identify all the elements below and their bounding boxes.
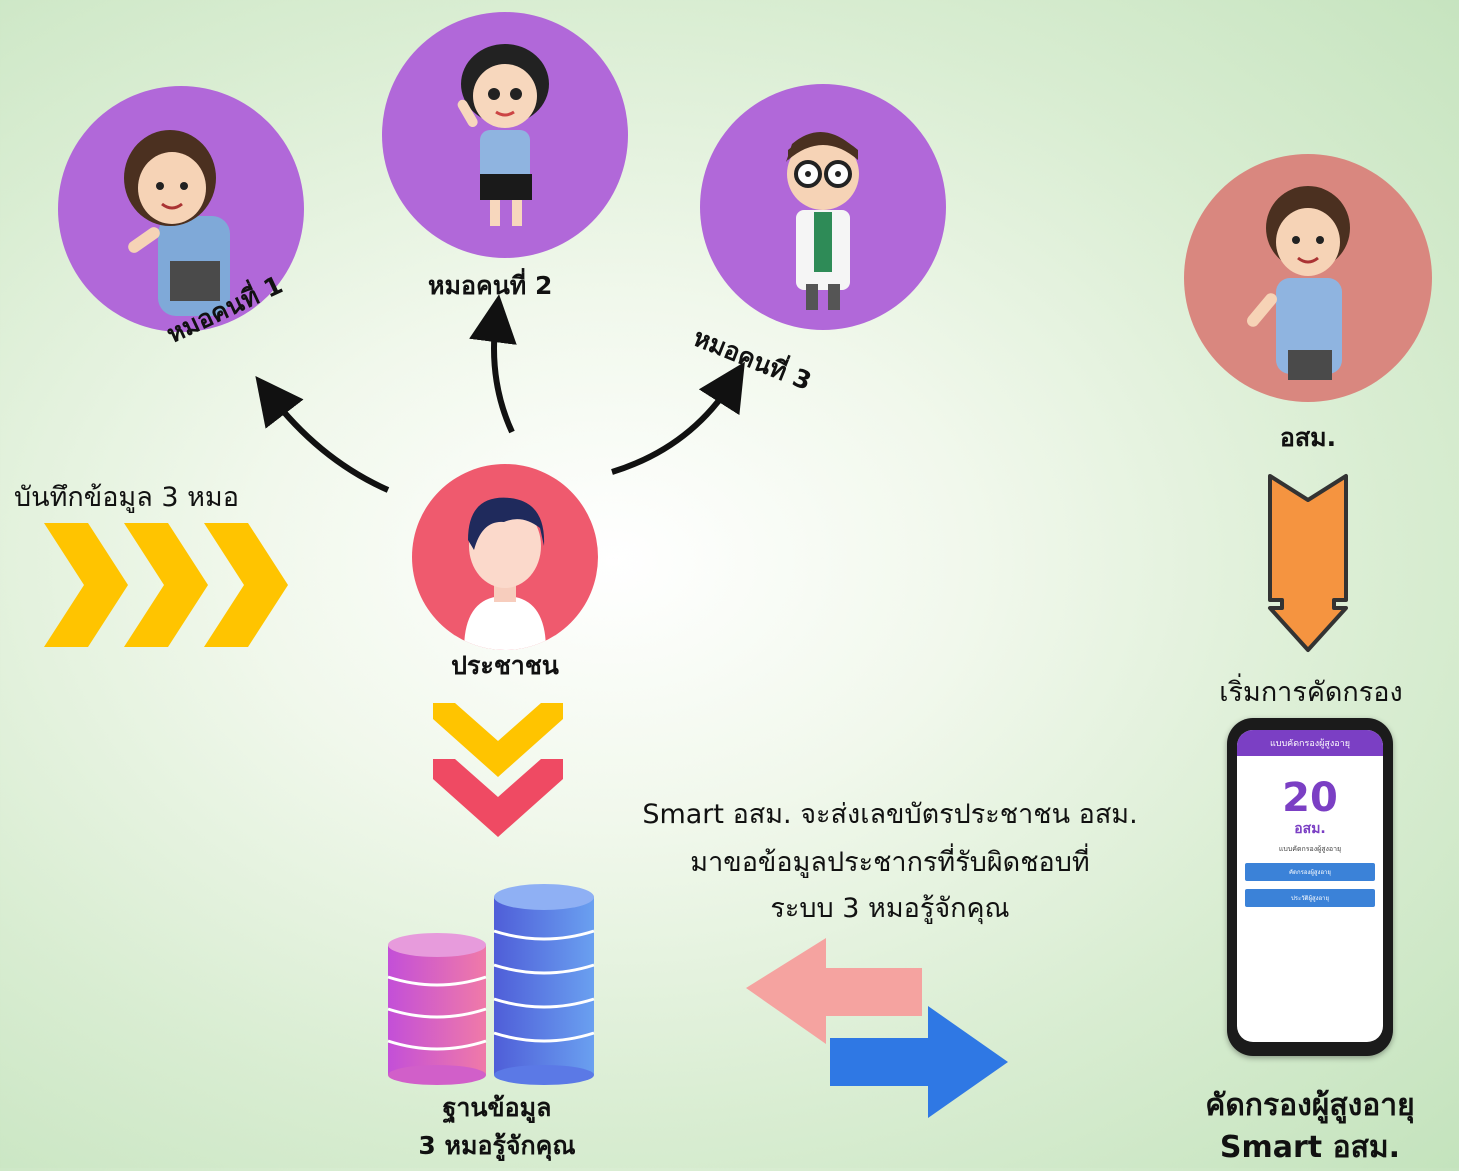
- phone-app-logo-text: อสม.: [1294, 821, 1326, 837]
- screening-label-line-1: คัดกรองผู้สูงอายุ: [1205, 1088, 1415, 1123]
- doctor-1-avatar-icon: [124, 130, 230, 316]
- osm-circle: [1184, 154, 1432, 402]
- record-3-doctors-label: บันทึกข้อมูล 3 หมอ: [14, 482, 239, 513]
- database-label-line-1: ฐานข้อมูล: [442, 1093, 552, 1122]
- down-arrow-icon: [1268, 474, 1348, 652]
- exchange-arrows-icon: [746, 938, 1008, 1118]
- doctor-1-circle: [58, 86, 304, 332]
- osm-avatar-icon: [1247, 186, 1350, 380]
- arrow-to-doctor-1: [255, 375, 390, 493]
- osm-label: อสม.: [1279, 423, 1337, 452]
- smart-note-line-3: ระบบ 3 หมอรู้จักคุณ: [770, 893, 1010, 924]
- phone-app-logo: 20: [1282, 775, 1338, 821]
- arrow-to-doctor-2: [469, 294, 517, 434]
- phone-app-button-history[interactable]: ประวัติผู้สูงอายุ: [1245, 889, 1375, 907]
- forward-chevrons-icon: [44, 523, 288, 647]
- smart-note-line-1: Smart อสม. จะส่งเลขบัตรประชาชน อสม.: [642, 799, 1138, 830]
- citizen-circle: [412, 464, 598, 650]
- doctor-2-circle: [382, 12, 628, 258]
- phone-screen: แบบคัดกรองผู้สูงอายุ 20 อสม. แบบคัดกรองผ…: [1237, 730, 1383, 1042]
- phone-mockup: แบบคัดกรองผู้สูงอายุ 20 อสม. แบบคัดกรองผ…: [1227, 718, 1393, 1056]
- doctor-3-avatar-icon: [786, 132, 859, 310]
- database-label-line-2: 3 หมอรู้จักคุณ: [418, 1131, 576, 1160]
- doctor-2-avatar-icon: [457, 44, 549, 226]
- doctor-3-circle: [700, 84, 946, 330]
- phone-app-title: แบบคัดกรองผู้สูงอายุ: [1237, 730, 1383, 756]
- citizen-avatar-icon: [464, 497, 546, 650]
- phone-app-subtitle: แบบคัดกรองผู้สูงอายุ: [1278, 845, 1342, 853]
- screening-label-line-2: Smart อสม.: [1219, 1130, 1401, 1165]
- citizen-label: ประชาชน: [451, 651, 559, 680]
- smart-note-line-2: มาขอข้อมูลประชากรที่รับผิดชอบที่: [690, 847, 1090, 878]
- database-stack-icon: [387, 884, 595, 1085]
- phone-app-button-screen[interactable]: คัดกรองผู้สูงอายุ: [1245, 863, 1375, 881]
- start-screening-label: เริ่มการคัดกรอง: [1219, 677, 1403, 708]
- arrow-to-doctor-3: [611, 361, 745, 475]
- down-chevrons-icon: [433, 703, 563, 837]
